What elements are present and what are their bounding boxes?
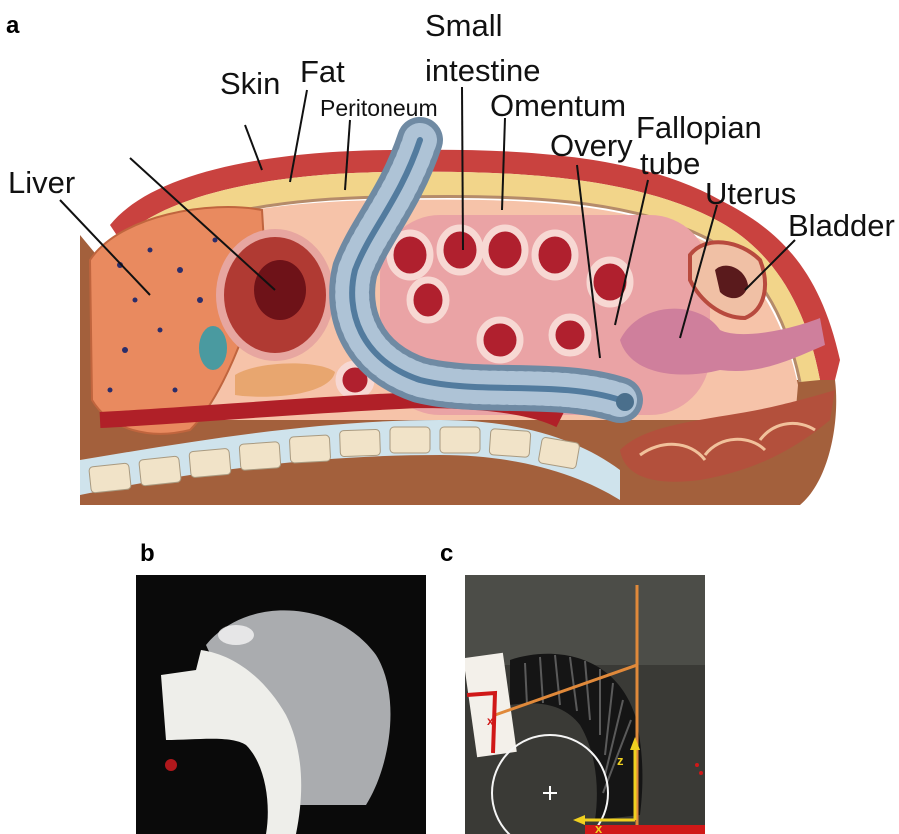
gallbladder xyxy=(199,326,227,370)
label-omentum: Omentum xyxy=(490,90,626,121)
actuator-red-dot xyxy=(165,759,177,771)
axis-label-z: z xyxy=(617,753,624,768)
label-peritoneum: Peritoneum xyxy=(320,97,438,120)
label-liver: Liver xyxy=(8,167,75,198)
label-small-intestine-line1: Small xyxy=(425,10,503,41)
marker-label-x: x xyxy=(487,714,494,728)
label-fallopian-line2: tube xyxy=(640,148,700,179)
photo-silicone-actuator xyxy=(136,575,426,834)
panel-letter-c: c xyxy=(440,540,453,568)
label-overy: Overy xyxy=(550,130,633,161)
label-fallopian-line1: Fallopian xyxy=(636,112,762,143)
label-fat: Fat xyxy=(300,56,345,87)
red-base xyxy=(585,825,705,834)
panel-letter-b: b xyxy=(140,540,155,568)
label-bladder: Bladder xyxy=(788,210,895,241)
axis-label-x: x xyxy=(595,821,603,834)
actuator-highlight xyxy=(218,625,254,645)
label-small-intestine-line2: intestine xyxy=(425,55,540,86)
label-skin: Skin xyxy=(220,68,280,99)
label-uterus: Uterus xyxy=(705,178,796,209)
stomach-interior xyxy=(254,260,306,320)
photo-bending-actuator: z x x xyxy=(465,575,705,834)
